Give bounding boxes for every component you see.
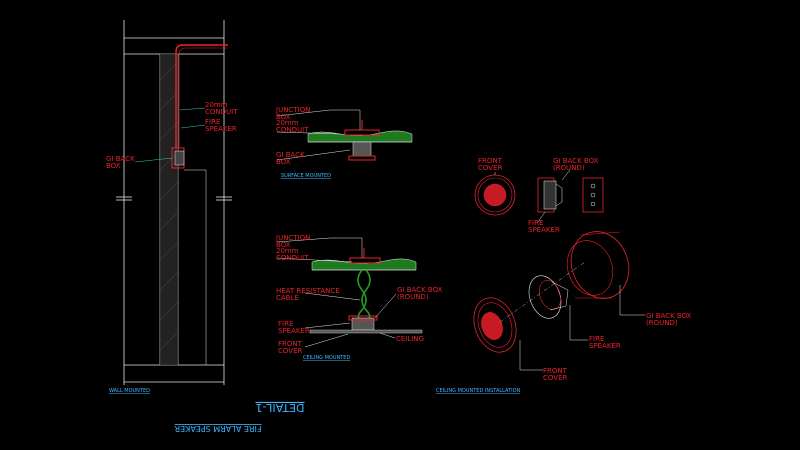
ceiling-junction-label: JUNCTION [275,234,310,242]
wall-conduit-label: CONDUIT [205,108,238,116]
ceiling-cover-label: FRONT [278,340,303,348]
surface-mounted-detail: JUNCTION BOX 20mm CONDUIT GI BACK BOX SU… [275,106,413,179]
detail-subtitle: FIRE ALARM SPEAKER [174,424,261,433]
ceiling-conduit-label: CONDUIT [276,254,309,262]
wall-backbox-label-2: BOX [106,162,121,170]
iso-backbox-label: GI BACK BOX [646,312,692,320]
ceiling-speaker-label: FIRE [278,320,293,328]
iso-caption: CEILING MOUNTED INSTALLATION [436,388,521,394]
ceiling-label: CEILING [396,335,424,343]
iso-cover-label-2: COVER [543,374,567,382]
iso-speaker-label-2: SPEAKER [589,342,621,350]
top-cover-label: FRONT [478,157,503,165]
top-backbox-label: GI BACK BOX [553,157,599,165]
title-block: DETAIL-1 FIRE ALARM SPEAKER [174,401,304,433]
component-views-top: FRONT COVER GI BACK BOX (ROUND) FIRE SPE… [474,157,604,234]
ceiling-cable-label-2: CABLE [276,294,299,302]
ceiling-backbox-label: GI BACK BOX [397,286,443,294]
top-speaker-label-2: SPEAKER [528,226,560,234]
top-cover-label-2: COVER [478,164,502,172]
surface-mounted-caption: SURFACE MOUNTED [281,173,331,179]
wall-conduit-size: 20mm [205,101,228,109]
surface-conduit-size: 20mm [276,119,299,127]
surface-backbox-label: GI BACK [276,151,305,159]
surface-conduit-label: CONDUIT [276,126,309,134]
surface-junction-label: JUNCTION [275,106,310,114]
ceiling-mounted-caption: CEILING MOUNTED [303,355,350,361]
ceiling-mounted-detail: JUNCTION BOX 20mm CONDUIT HEAT RESISTANC… [275,234,443,361]
component-views-isometric: GI BACK BOX (ROUND) FIRE SPEAKER FRONT C… [436,231,692,394]
wall-speaker-label: FIRE [205,118,220,126]
wall-mounted-caption: WALL MOUNTED [109,388,150,394]
ceiling-junction-label-2: BOX [276,241,291,249]
ceiling-speaker-label-2: SPEAKER [278,327,310,335]
wall-speaker-label-2: SPEAKER [205,125,237,133]
iso-backbox-label-2: (ROUND) [646,319,678,327]
wall-mounted-detail: 20mm CONDUIT FIRE SPEAKER GI BACK BOX WA… [106,20,238,394]
iso-cover-label: FRONT [543,367,568,375]
top-speaker-label: FIRE [528,219,543,227]
detail-title: DETAIL-1 [256,401,305,414]
surface-junction-label-2: BOX [276,113,291,121]
surface-backbox-label-2: BOX [276,158,291,166]
ceiling-conduit-size: 20mm [276,247,299,255]
top-backbox-label-2: (ROUND) [553,164,585,172]
ceiling-backbox-label-2: (ROUND) [397,293,429,301]
ceiling-cover-label-2: COVER [278,347,302,355]
ceiling-cable-label: HEAT RESISTANCE [276,287,340,295]
wall-backbox-label: GI BACK [106,155,135,163]
iso-speaker-label: FIRE [589,335,604,343]
